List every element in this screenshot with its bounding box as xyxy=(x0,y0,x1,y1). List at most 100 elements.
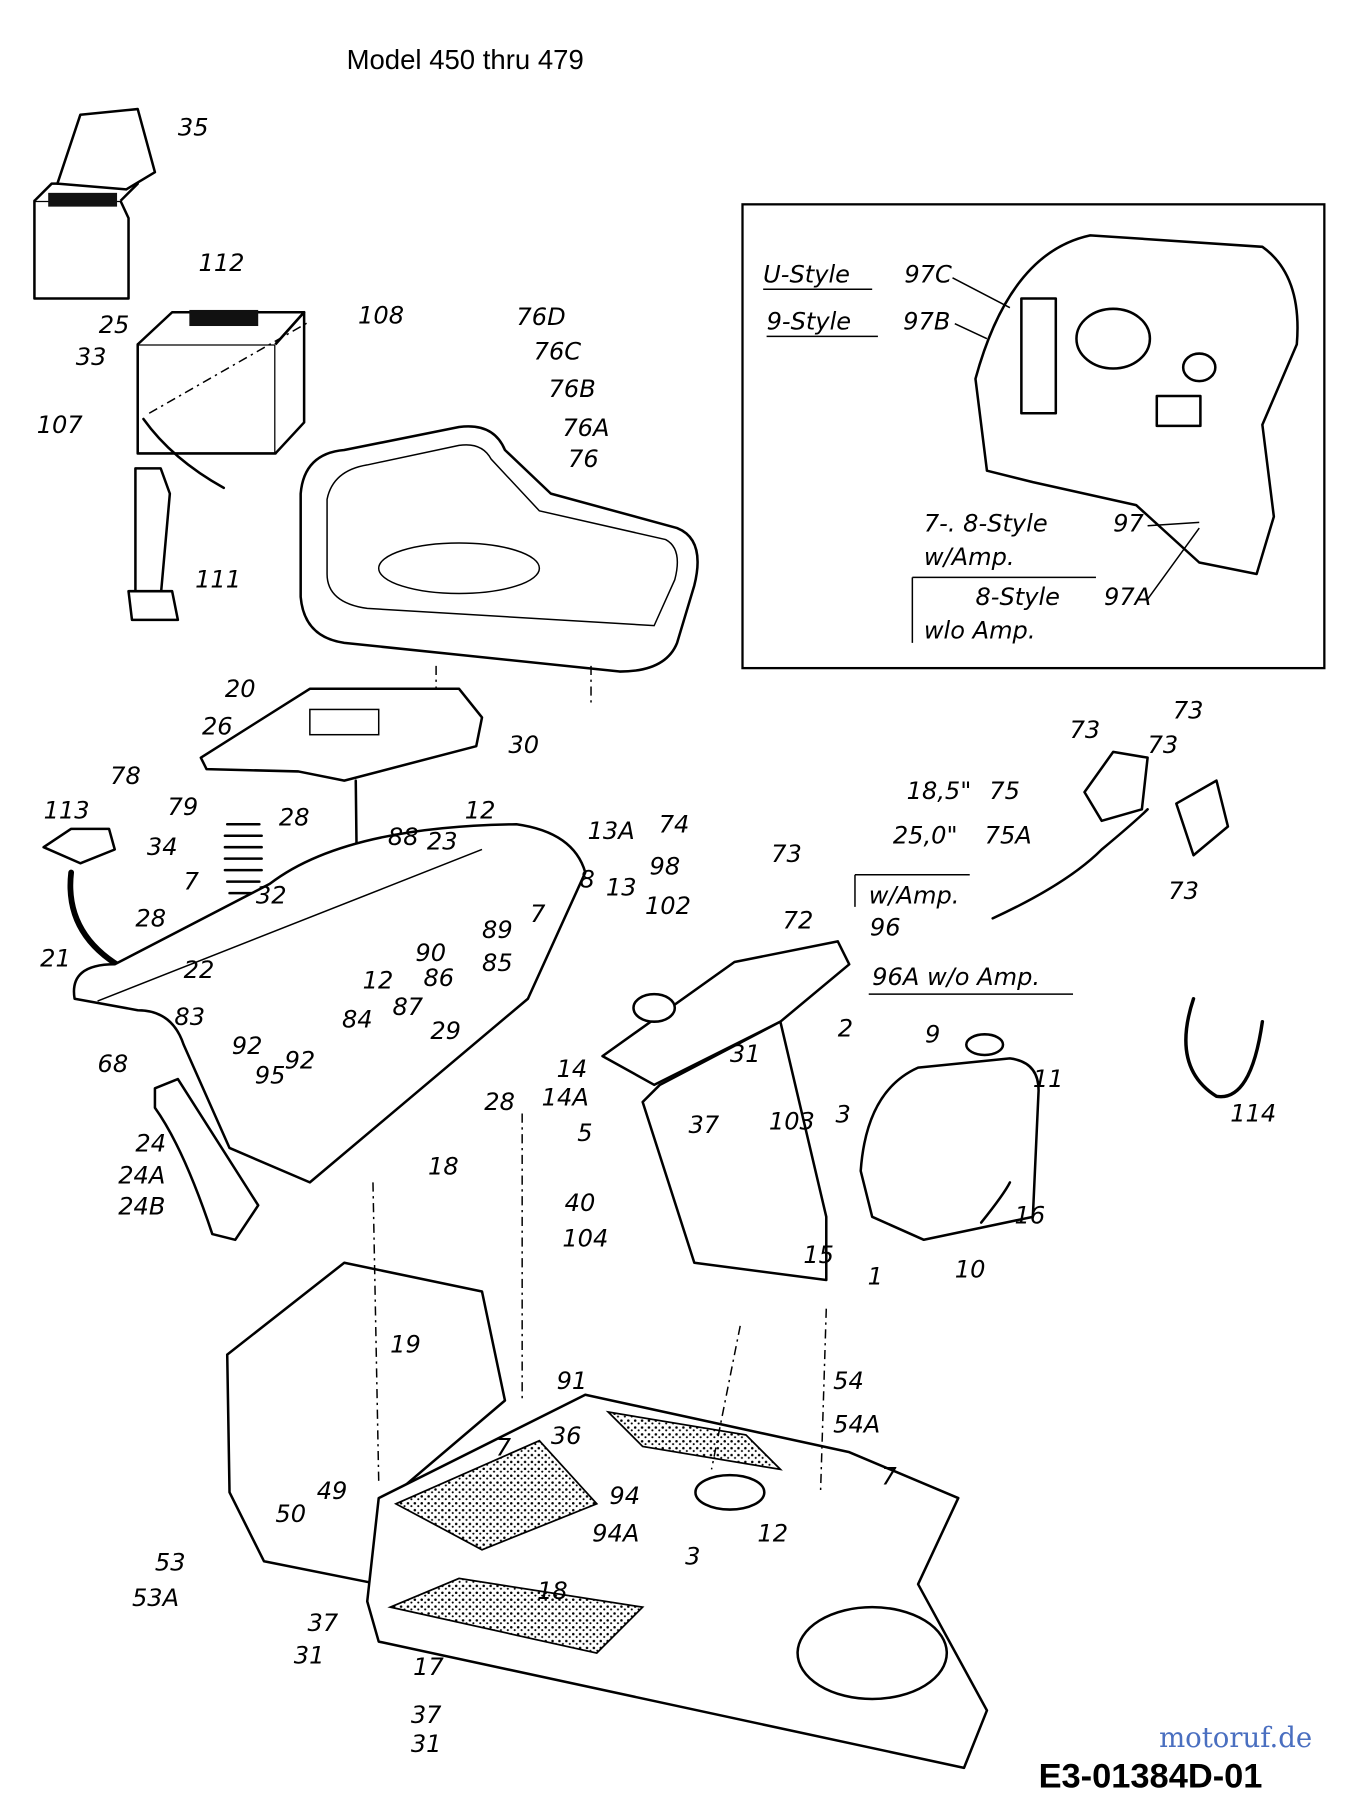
callout: 7 xyxy=(881,1462,897,1490)
callout: 50 xyxy=(275,1500,306,1528)
battery-cover xyxy=(33,107,157,300)
battery-strap xyxy=(127,467,180,622)
callout: 79 xyxy=(168,793,199,821)
watermark-logo: motoruf.de xyxy=(1159,1722,1312,1754)
callout: 92 xyxy=(285,1047,316,1075)
callout: 19 xyxy=(390,1330,421,1358)
callout: 73 xyxy=(1148,731,1179,759)
callout: 5 xyxy=(577,1119,592,1147)
callout: 2 xyxy=(838,1015,853,1043)
callout: 54 xyxy=(833,1367,864,1395)
callout: 40 xyxy=(565,1189,596,1217)
callout: 14A xyxy=(542,1083,589,1111)
callout: 26 xyxy=(202,713,233,741)
callout-97A: 97A xyxy=(1104,583,1151,611)
callout: 36 xyxy=(551,1422,582,1450)
callout: 75A xyxy=(985,822,1032,850)
callout-97B: 97B xyxy=(903,307,950,335)
callout: 102 xyxy=(645,892,691,920)
callout: 28 xyxy=(279,803,310,831)
callout: 84 xyxy=(342,1005,373,1033)
callout: 54A xyxy=(833,1411,880,1439)
callout: 20 xyxy=(225,675,256,703)
callout: 24A xyxy=(118,1162,165,1190)
callout: 113 xyxy=(44,796,90,824)
callout: 72 xyxy=(783,907,814,935)
callout: 86 xyxy=(423,964,454,992)
callout: 73 xyxy=(1070,716,1101,744)
inset-7-8-style: 7-. 8-Style xyxy=(924,510,1048,538)
callout: 76 xyxy=(568,445,599,473)
callout: 83 xyxy=(174,1003,205,1031)
callout: 107 xyxy=(37,411,84,439)
inset-9-style: 9-Style xyxy=(767,307,852,335)
callout: 24 xyxy=(135,1129,166,1157)
height-adjust-bracket xyxy=(153,1077,260,1242)
callout: 8 xyxy=(580,865,595,893)
callout: 15 xyxy=(803,1241,834,1269)
callout: 88 xyxy=(388,823,419,851)
dash-style-inset: U-Style 97C 9-Style 97B 7-. 8-Style 97 w… xyxy=(741,203,1326,670)
callout: 75 xyxy=(989,777,1020,805)
battery xyxy=(136,309,311,490)
callout-97: 97 xyxy=(1113,510,1144,538)
callout: 91 xyxy=(557,1367,588,1395)
dash-panel xyxy=(601,940,851,1282)
callout: 32 xyxy=(256,881,287,909)
callout: 23 xyxy=(427,827,458,855)
callout: 98 xyxy=(650,853,681,881)
callout: 68 xyxy=(98,1050,129,1078)
callout: 7 xyxy=(496,1434,512,1462)
callout: 112 xyxy=(199,249,245,277)
callout: 37 xyxy=(689,1111,720,1139)
callout: 30 xyxy=(508,731,539,759)
note-length-25-0: 25,0" xyxy=(893,822,958,850)
callout: 1 xyxy=(868,1263,883,1291)
callout-97C: 97C xyxy=(904,260,952,288)
callout: 94A xyxy=(592,1520,639,1548)
callout-labels: 35 112 108 25 33 107 111 76D 76C 76B 76A… xyxy=(37,113,1277,1757)
callout: 29 xyxy=(430,1017,461,1045)
callout: 10 xyxy=(955,1256,986,1284)
callout: 73 xyxy=(771,840,802,868)
note-w-amp: w/Amp. xyxy=(869,881,960,909)
callout: 108 xyxy=(358,302,404,330)
callout: 76B xyxy=(549,375,596,403)
drawing-code: E3-01384D-01 xyxy=(1039,1757,1263,1795)
callout: 104 xyxy=(562,1225,608,1253)
note-length-18-5: 18,5" xyxy=(907,777,972,805)
callout: 78 xyxy=(110,762,141,790)
callout: 22 xyxy=(184,956,215,984)
callout: 53A xyxy=(132,1584,179,1612)
callout: 94 xyxy=(609,1482,640,1510)
note-96a-wo-amp: 96A w/o Amp. xyxy=(872,963,1040,991)
callout: 90 xyxy=(415,939,446,967)
callout: 53 xyxy=(155,1548,186,1576)
inset-u-style: U-Style xyxy=(763,260,850,288)
callout: 87 xyxy=(392,993,423,1021)
callout: 18 xyxy=(428,1152,459,1180)
callout: 76D xyxy=(516,303,565,331)
diagram-title: Model 450 thru 479 xyxy=(347,44,584,75)
main-frame xyxy=(225,1113,989,1770)
callout: 13A xyxy=(588,817,635,845)
callout: 34 xyxy=(147,833,178,861)
callout: 31 xyxy=(411,1730,442,1758)
callout: 11 xyxy=(1033,1065,1064,1093)
callout: 14 xyxy=(557,1055,588,1083)
callout: 12 xyxy=(363,966,394,994)
inset-wo-amp: wlo Amp. xyxy=(924,616,1036,644)
callout: 16 xyxy=(1014,1202,1045,1230)
callout: 73 xyxy=(1168,877,1199,905)
fuel-tank xyxy=(859,1033,1040,1242)
callout: 25 xyxy=(99,311,130,339)
callout: 85 xyxy=(482,949,513,977)
callout: 76A xyxy=(562,414,609,442)
rear-fender xyxy=(72,822,587,1184)
callout: 114 xyxy=(1230,1100,1276,1128)
seat xyxy=(299,425,699,706)
callout: 7 xyxy=(184,868,200,896)
callout: 92 xyxy=(232,1032,263,1060)
callout: 7 xyxy=(530,900,546,928)
inset-8-style: 8-Style xyxy=(975,583,1060,611)
